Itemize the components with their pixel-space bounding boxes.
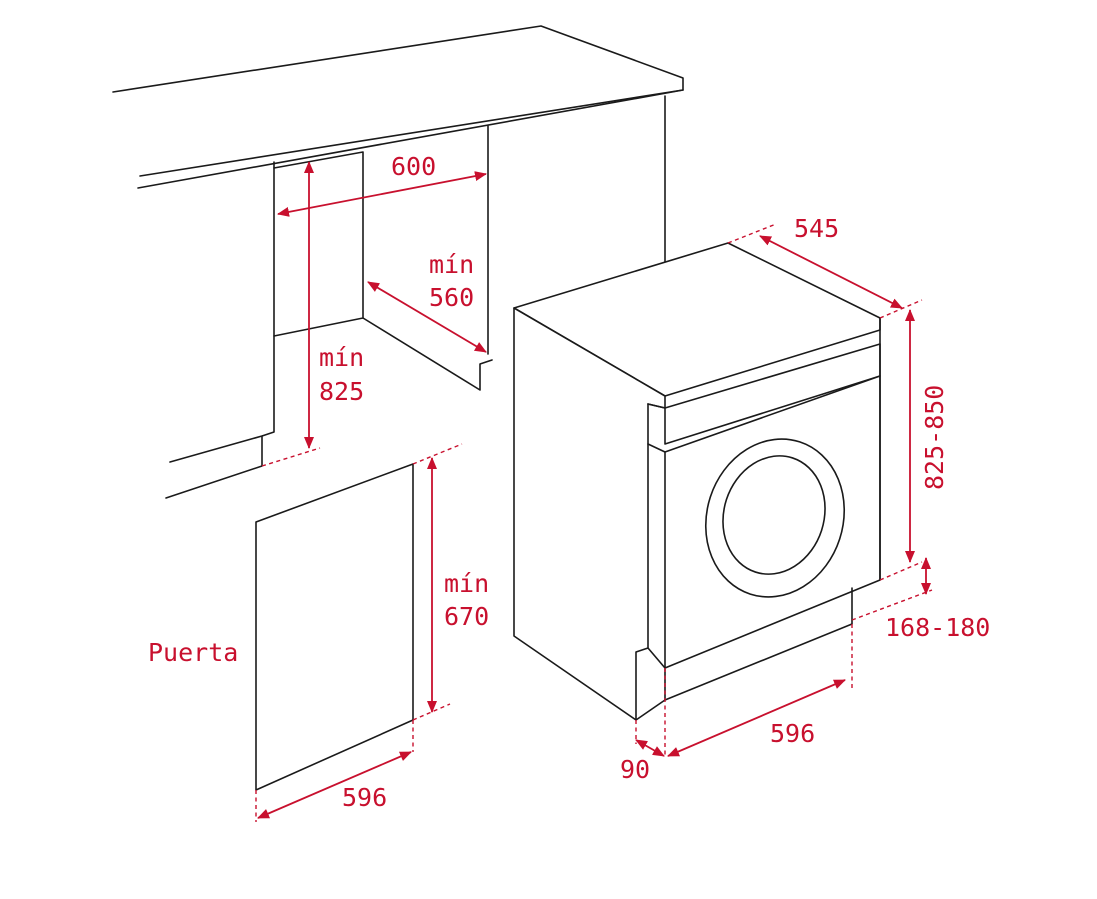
- label-niche-width: 600: [391, 152, 436, 181]
- niche-floor-extension: [261, 447, 321, 467]
- label-door-width: 596: [342, 783, 387, 812]
- countertop-top-surface: [112, 25, 684, 177]
- label-niche-height-value: 825: [319, 377, 364, 406]
- machine-depth-front-extension: [879, 299, 923, 319]
- machine-front-edge: [647, 317, 881, 701]
- plinth-extension: [851, 589, 933, 621]
- cabinet-niche: [112, 25, 684, 499]
- door-top-extension: [412, 443, 463, 465]
- porthole-inner-ring: [722, 455, 826, 575]
- countertop-front-edge: [137, 89, 684, 189]
- machine-plinth: [635, 587, 853, 721]
- label-door-offset: 90: [620, 755, 650, 784]
- label-niche-depth-value: 560: [429, 283, 474, 312]
- niche-floor: [362, 317, 493, 391]
- label-door-height-value: 670: [444, 602, 489, 631]
- niche-back-wall: [273, 151, 364, 337]
- left-cabinet-side: [165, 161, 275, 499]
- label-machine-depth: 545: [794, 214, 839, 243]
- label-niche-height-min: mín: [319, 343, 364, 372]
- door-offset-arrow: [635, 739, 665, 757]
- machine-depth-back-extension: [727, 223, 777, 244]
- door-bottom-extension: [412, 703, 451, 721]
- machine-width-arrow: [667, 679, 846, 757]
- label-machine-height: 825-850: [920, 385, 949, 490]
- label-niche-depth-min: mín: [429, 250, 474, 279]
- machine-depth-arrow: [759, 235, 903, 309]
- door-outline: [255, 463, 414, 791]
- machine-bottom-extension: [879, 561, 923, 581]
- porthole-outer-ring: [704, 438, 846, 598]
- door-panel: [255, 463, 414, 791]
- niche-depth-arrow: [367, 281, 487, 353]
- dimension-lines: [255, 161, 933, 822]
- dimension-labels: 600 mín 560 mín 825 mín 670 Puerta 596 5…: [148, 152, 990, 812]
- label-machine-width: 596: [770, 719, 815, 748]
- label-plinth-height: 168-180: [885, 613, 990, 642]
- washing-machine: [513, 242, 881, 721]
- label-door-name: Puerta: [148, 638, 238, 667]
- label-door-height-min: mín: [444, 569, 489, 598]
- door-width-arrow: [257, 751, 412, 819]
